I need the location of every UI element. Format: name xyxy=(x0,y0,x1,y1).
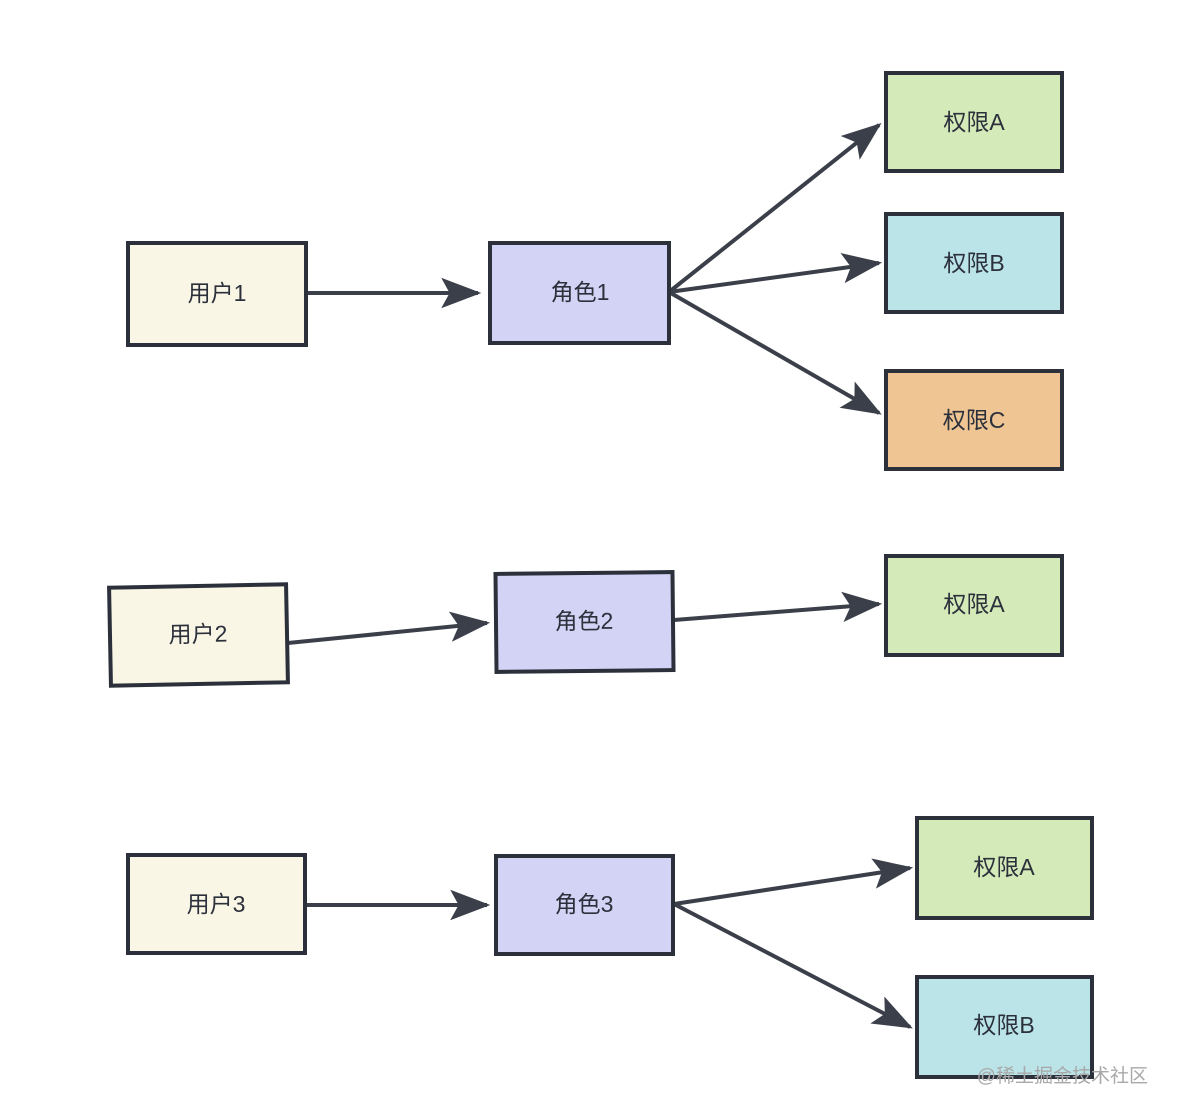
node-role3[interactable]: 角色3 xyxy=(494,854,675,956)
node-g1-permission-c-label: 权限C xyxy=(943,407,1006,433)
node-role2-rect[interactable] xyxy=(493,570,676,674)
node-user1-label: 用户1 xyxy=(188,280,247,306)
edge-role1-to-permission-c xyxy=(668,290,882,415)
group-1: 用户1 角色1 权限A 权限B 权限C xyxy=(126,71,1064,471)
node-user3[interactable]: 用户3 xyxy=(126,853,307,955)
group-3: 用户3 角色3 权限A 权限B xyxy=(126,816,1094,1079)
node-g1-permission-c[interactable]: 权限C xyxy=(884,369,1064,471)
node-user3-label: 用户3 xyxy=(187,891,246,917)
node-user1-rect[interactable] xyxy=(126,241,308,347)
node-user3-rect[interactable] xyxy=(126,853,307,955)
node-g3-permission-a-rect[interactable] xyxy=(915,816,1094,920)
node-g1-permission-a-label: 权限A xyxy=(943,109,1005,135)
edge-role1-to-permission-a xyxy=(667,123,882,294)
node-role3-rect[interactable] xyxy=(494,854,675,956)
node-g1-permission-c-rect[interactable] xyxy=(884,369,1064,471)
node-role3-label: 角色3 xyxy=(555,891,614,917)
node-g1-permission-b-rect[interactable] xyxy=(884,212,1064,314)
edge-role3-to-permission-a xyxy=(673,858,914,906)
node-role1-label: 角色1 xyxy=(551,279,610,305)
edge-role1-to-permission-b xyxy=(668,252,883,294)
node-g2-permission-a-label: 权限A xyxy=(943,591,1005,617)
node-g1-permission-a[interactable]: 权限A xyxy=(884,71,1064,173)
node-g3-permission-a-label: 权限A xyxy=(973,854,1035,880)
group-2: 用户2 角色2 权限A xyxy=(107,554,1064,688)
edge-user2-to-role2 xyxy=(287,611,491,645)
node-role2-label: 角色2 xyxy=(554,608,613,635)
node-user2-rect[interactable] xyxy=(107,582,290,688)
node-g3-permission-b-rect[interactable] xyxy=(915,975,1094,1079)
node-user2[interactable]: 用户2 xyxy=(107,582,290,688)
node-g1-permission-b[interactable]: 权限B xyxy=(884,212,1064,314)
edge-role3-to-permission-b xyxy=(673,902,913,1029)
node-g1-permission-a-rect[interactable] xyxy=(884,71,1064,173)
node-user2-label: 用户2 xyxy=(168,621,227,648)
node-role1[interactable]: 角色1 xyxy=(488,241,671,345)
node-g2-permission-a-rect[interactable] xyxy=(884,554,1064,657)
node-g3-permission-a[interactable]: 权限A xyxy=(915,816,1094,920)
node-g3-permission-b[interactable]: 权限B xyxy=(915,975,1094,1079)
node-role1-rect[interactable] xyxy=(488,241,671,345)
node-role2[interactable]: 角色2 xyxy=(493,570,676,674)
node-g2-permission-a[interactable]: 权限A xyxy=(884,554,1064,657)
node-g3-permission-b-label: 权限B xyxy=(973,1012,1034,1038)
node-user1[interactable]: 用户1 xyxy=(126,241,308,347)
edge-role2-to-permission-a xyxy=(673,591,883,623)
node-g1-permission-b-label: 权限B xyxy=(943,250,1004,276)
watermark-label: @稀土掘金技术社区 xyxy=(977,1065,1148,1087)
